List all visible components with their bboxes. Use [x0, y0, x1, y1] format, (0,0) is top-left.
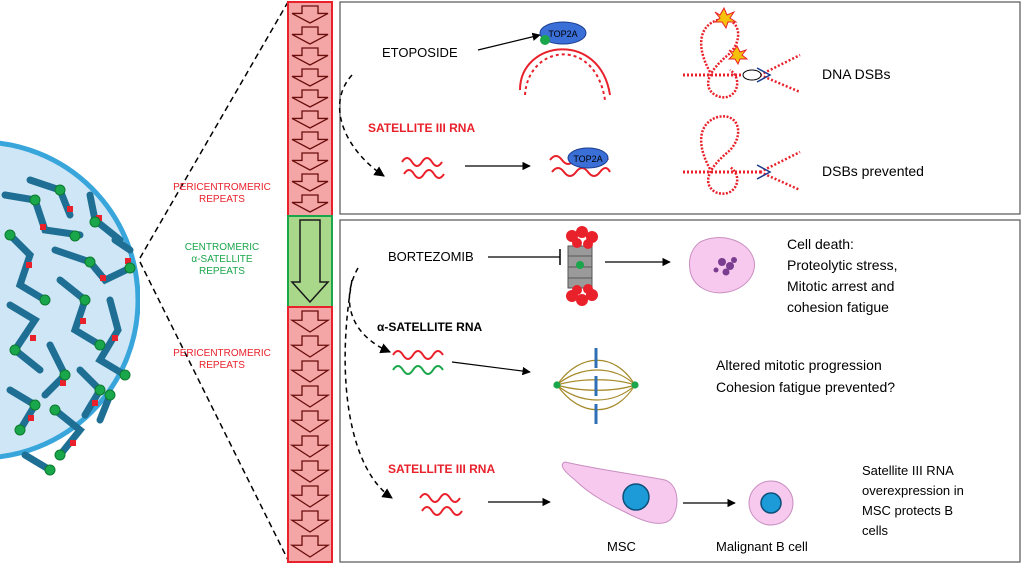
malignant-b-cell-label: Malignant B cell	[716, 539, 808, 554]
dashed-arrow-top	[338, 74, 385, 177]
etoposide-dot	[540, 35, 550, 45]
explosion-icon	[727, 45, 749, 66]
repeat-arrow-icon	[291, 26, 329, 45]
malignant-b-cell-icon	[748, 480, 794, 526]
dna-dsbs-label: DNA DSBs	[822, 66, 890, 82]
top-panel	[339, 1, 1021, 215]
repeat-arrow-icon	[289, 460, 331, 483]
zoom-line-bottom	[139, 261, 289, 561]
pericentromeric-block-top	[287, 1, 333, 217]
dsbs-prevented-label: DSBs prevented	[822, 163, 924, 179]
repeat-arrow-icon	[289, 335, 331, 358]
proteasome-icon	[566, 226, 598, 306]
repeat-arrow-icon	[291, 152, 329, 171]
zoom-line-top	[139, 1, 289, 259]
repeat-arrow-icon	[291, 5, 329, 24]
repeat-arrow-icon	[289, 410, 331, 433]
msc-cell-icon	[561, 461, 678, 524]
repeat-arrow-icon	[289, 510, 331, 533]
overexpression-text: Satellite III RNA overexpression in MSC …	[862, 463, 968, 538]
repeat-arrow-icon	[289, 535, 331, 558]
nucleus-icon	[0, 140, 140, 476]
explosion-icon	[713, 6, 738, 30]
apoptotic-cell-icon	[689, 237, 755, 294]
msc-label: MSC	[607, 539, 636, 554]
etoposide-label: ETOPOSIDE	[382, 45, 458, 60]
repeat-arrow-icon	[291, 131, 329, 150]
dsb-structure-bottom	[683, 115, 801, 195]
top2a-label-2: TOP2A	[573, 154, 602, 164]
repeat-arrow-icon	[291, 68, 329, 87]
alpha-arrow	[451, 361, 531, 376]
mitotic-spindle-icon	[553, 348, 639, 424]
etoposide-arrow	[477, 32, 541, 51]
bortezomib-label: BORTEZOMIB	[388, 249, 474, 264]
alpha-satellite-rna-label: α-SATELLITE RNA	[377, 320, 482, 334]
repeat-arrow-icon	[289, 310, 331, 333]
repeat-arrow-icon	[291, 47, 329, 66]
dsb-structure-top	[683, 6, 801, 99]
dna-helix-icon	[519, 48, 611, 101]
repeat-column	[287, 1, 333, 563]
satellite-rna-wave-top	[401, 157, 445, 179]
repeat-arrow-icon	[291, 173, 329, 192]
satellite-rna-wave-bottom	[419, 493, 463, 516]
repeat-arrow-icon	[289, 485, 331, 508]
repeat-arrow-icon	[291, 194, 329, 213]
cell-death-text: Cell death: Proteolytic stress, Mitotic …	[787, 236, 901, 315]
satellite-rna-label-bottom: SATELLITE III RNA	[388, 462, 495, 476]
repeat-arrow-icon	[289, 360, 331, 383]
repeat-arrow-icon	[291, 110, 329, 129]
mitotic-text: Altered mitotic progression Cohesion fat…	[716, 357, 895, 395]
repeat-arrow-icon	[290, 219, 330, 304]
repeat-arrow-icon	[291, 89, 329, 108]
top2a-label: TOP2A	[548, 29, 577, 39]
top2a-enzyme	[539, 21, 587, 45]
repeat-arrow-icon	[289, 435, 331, 458]
bottom-panel	[339, 219, 1021, 563]
centromeric-block	[287, 215, 333, 308]
rna-top2a-complex	[549, 147, 611, 177]
satellite-rna-label-top: SATELLITE III RNA	[368, 121, 475, 135]
alpha-rna-wave	[392, 350, 444, 375]
dashed-arrow-alpha	[348, 267, 391, 354]
pericentromeric-block-bottom	[287, 306, 333, 563]
dashed-arrow-bottom	[344, 279, 393, 499]
repeat-arrow-icon	[289, 385, 331, 408]
